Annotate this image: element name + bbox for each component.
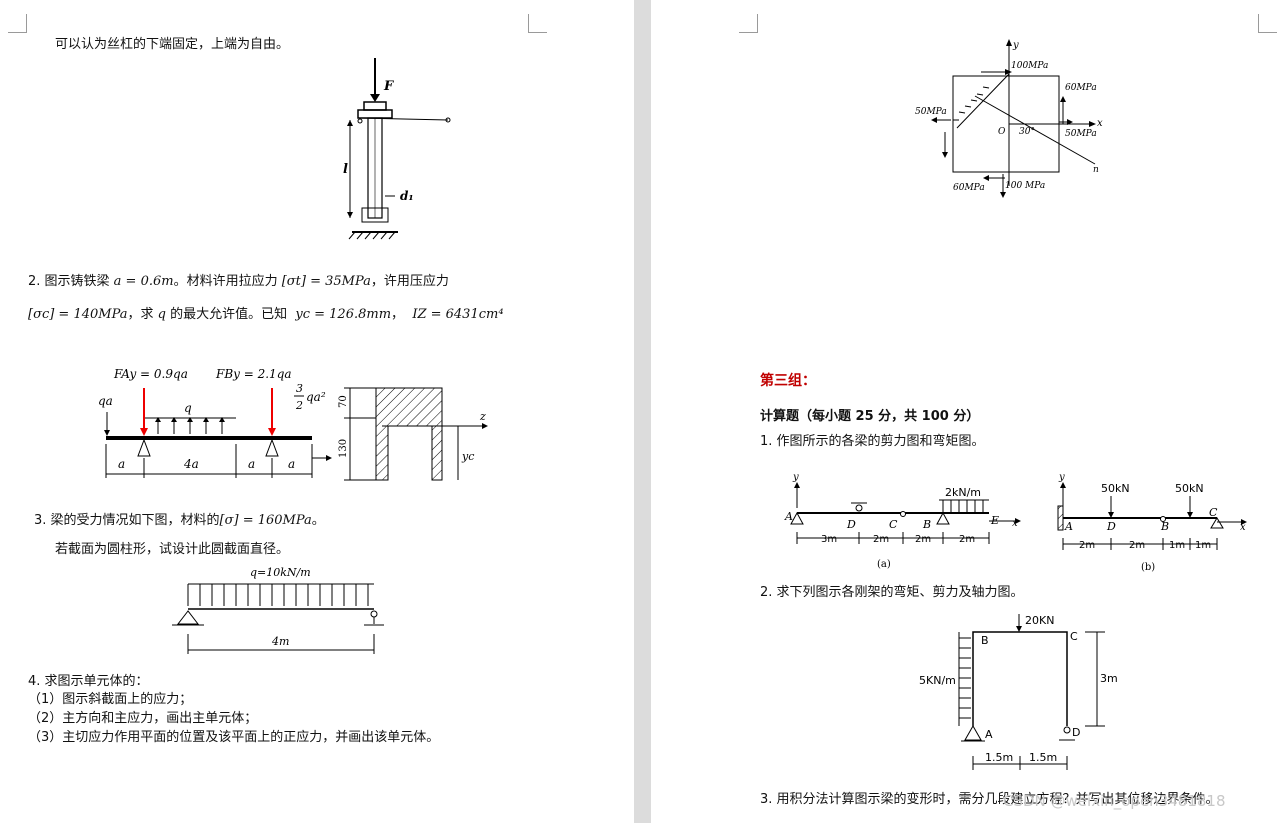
dim-2m: 2m [873,534,889,545]
load-50kn: 50kN [1175,482,1204,495]
span-label: 4m [271,635,289,648]
normal-n-label: n [1093,165,1099,175]
diameter-label: d₁ [400,189,414,203]
load-2kn: 2kN/m [945,486,981,499]
node-c-label: C [889,518,898,531]
node-a-label: A [1064,520,1073,533]
stress-100-top: 100MPa [1011,61,1048,71]
moment-num: 3 [296,382,303,395]
crop-mark [528,14,547,33]
problem-4-item: （3）主切应力作用平面的位置及该平面上的正应力，并画出该单元体。 [28,730,440,745]
rigid-frame-figure: 20KN B C 5KN/m 3m A D 1.5m 1.5m [919,614,1118,770]
caption-a: (a) [877,559,891,570]
node-d-label: D [1072,726,1080,739]
height-130: 130 [338,439,349,458]
load-label: q=10kN/m [250,566,311,579]
node-a-label: A [985,728,993,741]
distributed-load-beam-figure: q=10kN/m 4m [172,566,384,654]
x-label-b: x [1240,522,1246,533]
y-label-b: y [1058,472,1065,483]
dim-2m: 2m [959,534,975,545]
yc-label: yc [461,450,474,463]
group-title: 第三组： [760,373,816,389]
y-axis-label: y [1012,40,1019,51]
dim-1m: 1m [1195,540,1211,551]
problem-3-line2: 若截面为圆柱形，试设计此圆截面直径。 [55,542,290,557]
crop-mark [1258,14,1277,33]
problem-4-item: （2）主方向和主应力，画出主单元体； [28,711,258,726]
page-gap [634,0,651,823]
angle-label: 30° [1019,127,1035,137]
stress-50-right: 50MPa [1065,129,1097,139]
question-3: 3. 用积分法计算图示梁的变形时，需分几段建立方程？并写出其位移边界条件。 [760,792,1219,807]
x-axis-label: x [1097,118,1103,129]
origin-label: O [998,127,1006,137]
cast-iron-beam-figure: FAy = 0.9qa FBy = 2.1qa 3 2 qa² qa q a 4… [98,367,488,481]
stress-60-bottom: 60MPa [953,183,985,193]
dim-a2: a [248,457,255,471]
node-c-label: C [1209,506,1218,519]
section-heading: 计算题（每小题 25 分，共 100 分） [760,409,980,424]
dim-1-5m: 1.5m [1029,751,1057,764]
beam-b-figure: y x A 50kN D 50kN B C 2m 2m 1m 1m (b) [1057,472,1247,573]
height-70: 70 [338,395,349,408]
node-b-label: B [1160,520,1169,533]
node-e-label: E [990,514,999,527]
node-d-label: D [1106,520,1116,533]
stress-50-left: 50MPa [915,107,947,117]
stress-100-bottom: 100 MPa [1005,181,1045,191]
dim-4a: 4a [183,457,199,471]
document-page-left: 可以认为丝杠的下端固定，上端为自由。 F l d₁ 2. 图示铸铁梁 a = 0… [0,0,634,823]
force-label: F [383,79,394,94]
dim-3m: 3m [821,534,837,545]
document-page-right: y x n O 30° 100MPa 60MPa 50MPa 50MPa 60M… [651,0,1278,823]
watermark: CSDN @weixin_open3481818 [1003,792,1226,810]
problem-2-line2: [σc] = 140MPa，求 q 的最大允许值。已知 yc = 126.8mm… [28,307,504,322]
stress-60-right: 60MPa [1065,83,1097,93]
dim-1-5m: 1.5m [985,751,1013,764]
node-b-label: B [981,634,989,647]
intro-text: 可以认为丝杠的下端固定，上端为自由。 [55,37,290,52]
problem-2-line1: 2. 图示铸铁梁 a = 0.6m。材料许用拉应力 [σt] = 35MPa，许… [28,274,449,289]
fb-label: FBy = 2.1qa [215,367,292,381]
fa-label: FAy = 0.9qa [113,367,188,381]
height-3m: 3m [1100,672,1118,685]
crop-mark [8,14,27,33]
crop-mark [739,14,758,33]
moment-label: qa² [306,390,326,404]
q-label: q [184,401,192,415]
problem-3-line1: 3. 梁的受力情况如下图，材料的[σ] = 160MPa。 [34,513,325,528]
y-label-a: y [792,472,799,483]
z-axis-label: z [479,410,486,423]
stress-element-figure: y x n O 30° 100MPa 60MPa 50MPa 50MPa 60M… [915,39,1103,198]
load-50kn: 50kN [1101,482,1130,495]
dim-1m: 1m [1169,540,1185,551]
qa-label: qa [98,394,113,408]
beam-a-figure: y x A D C B E 2kN/m 3m 2m 2m 2m (a) [784,472,1021,570]
node-d-label: D [846,518,856,531]
dim-a3: a [288,457,295,471]
dim-2m: 2m [1079,540,1095,551]
dim-2m: 2m [1129,540,1145,551]
dim-2m: 2m [915,534,931,545]
caption-b: (b) [1141,562,1155,573]
node-b-label: B [922,518,931,531]
length-label: l [343,162,348,177]
dim-a1: a [118,457,125,471]
problem-4-title: 4. 求图示单元体的： [28,674,149,689]
x-label-a: x [1012,518,1018,529]
load-5kn: 5KN/m [919,674,956,687]
node-c-label: C [1070,630,1078,643]
question-1: 1. 作图所示的各梁的剪力图和弯矩图。 [760,434,985,449]
jack-figure: F l d₁ [343,58,451,240]
moment-den: 2 [295,399,303,412]
load-20kn: 20KN [1025,614,1054,627]
node-a-label: A [784,510,793,523]
problem-4-item: （1）图示斜截面上的应力； [28,692,193,707]
question-2: 2. 求下列图示各刚架的弯矩、剪力及轴力图。 [760,585,1024,600]
